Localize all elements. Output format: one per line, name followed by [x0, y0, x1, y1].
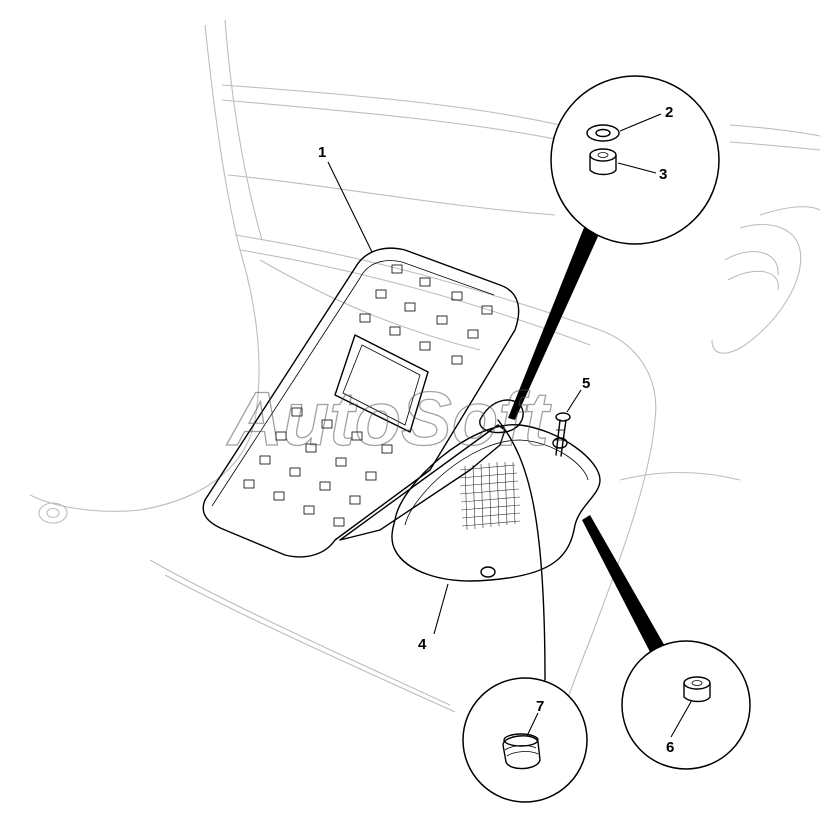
callout-label-5: 5 — [582, 375, 590, 392]
detail-callout-bottom — [462, 419, 588, 803]
callout-labels: 1 2 3 4 5 6 7 — [318, 104, 674, 756]
screw-part — [555, 412, 571, 457]
accelerator-pedal — [202, 247, 524, 558]
leader-lines — [327, 113, 693, 738]
callout-label-2: 2 — [665, 104, 673, 121]
callout-label-6: 6 — [666, 739, 674, 756]
pedal-base-plate — [391, 424, 601, 582]
detail-callout-bottom-right — [582, 515, 751, 770]
callout-label-4: 4 — [418, 636, 427, 653]
autosoft-watermark: AutoSoft — [226, 377, 551, 462]
mesh-grid-marking — [459, 461, 521, 531]
callout-label-3: 3 — [659, 166, 667, 183]
pedal-anti-slip-studs — [243, 264, 493, 527]
detail-callout-top — [508, 75, 720, 420]
callout-label-1: 1 — [318, 144, 326, 161]
vehicle-floor-outline — [29, 19, 821, 741]
callout-label-7: 7 — [536, 698, 544, 715]
